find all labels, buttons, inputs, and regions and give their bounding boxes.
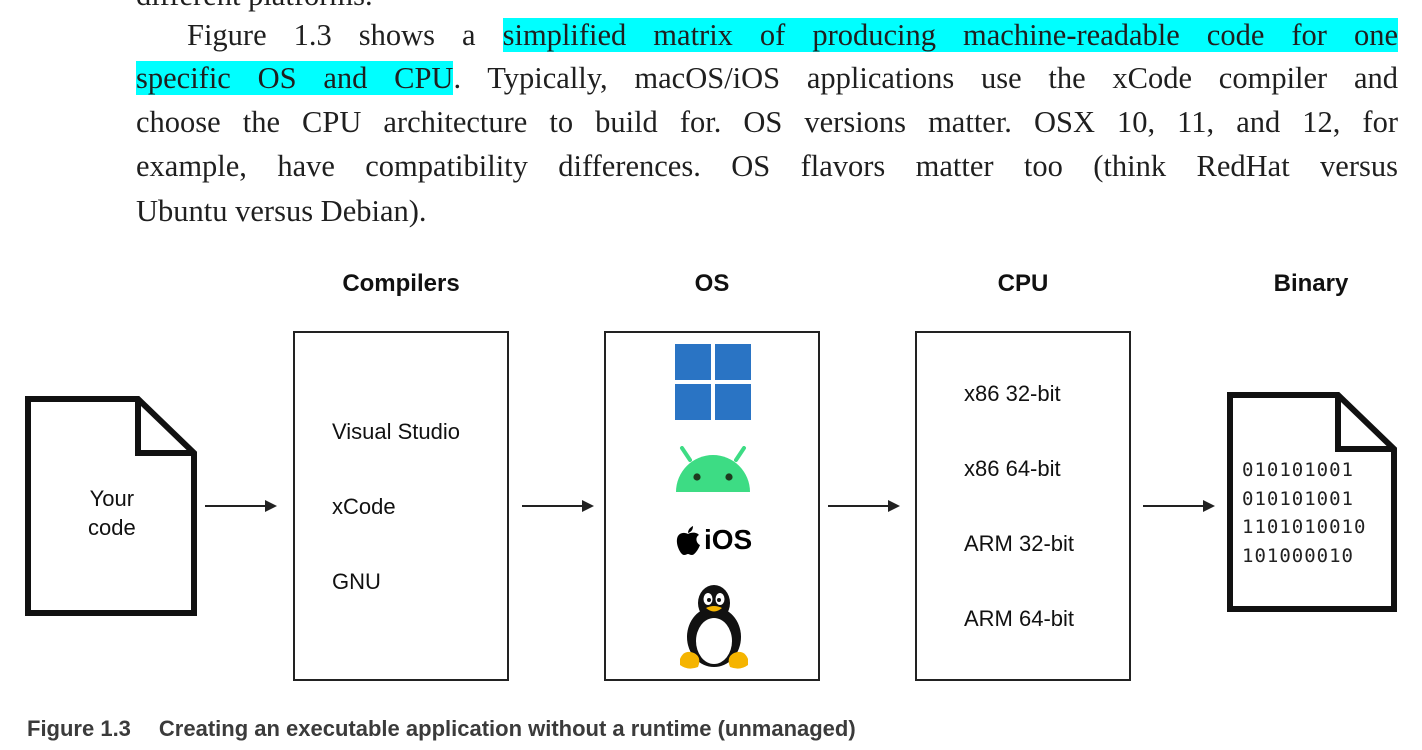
apple-logo-icon (676, 526, 700, 555)
paragraph-line-2: specific OS and CPU. Typically, macOS/iO… (136, 56, 1398, 100)
compiler-item: xCode (332, 494, 396, 519)
cpu-item: x86 32-bit (964, 381, 1061, 406)
text-highlight: simplified matrix of producing machine-r… (502, 18, 1398, 52)
arrow-to-compilers (205, 500, 277, 512)
heading-os: OS (694, 270, 730, 297)
compiler-item: Visual Studio (332, 419, 461, 444)
source-file-label: Your code (88, 484, 136, 542)
cpu-box: x86 32-bit x86 64-bit ARM 32-bit ARM 64-… (915, 331, 1131, 681)
source-label-line: code (88, 515, 136, 540)
source-label-line: Your (89, 486, 135, 511)
text-highlight: specific OS and CPU (136, 61, 454, 95)
cpu-item: ARM 32-bit (964, 531, 1075, 556)
paragraph-line-4: example, have compatibility differences.… (136, 149, 1398, 183)
compilers-box: Visual Studio xCode GNU (293, 331, 509, 681)
paragraph-text: . Typically, macOS/iOS applications use … (453, 61, 1398, 95)
paragraph-line-3: choose the CPU architecture to build for… (136, 105, 1398, 139)
binary-line: 010101001 (1242, 488, 1354, 510)
source-file-icon (25, 396, 197, 616)
binary-line: 010101001 (1242, 459, 1354, 481)
ios-label: iOS (704, 524, 753, 555)
cpu-item: x86 64-bit (964, 456, 1061, 481)
figure-caption-text: Creating an executable application witho… (158, 716, 856, 741)
heading-binary: Binary (1273, 270, 1349, 297)
clipped-previous-line: different platforms. (136, 0, 373, 13)
paragraph-line-5: Ubuntu versus Debian). (136, 194, 427, 228)
arrow-to-os (522, 500, 594, 512)
heading-cpu: CPU (997, 270, 1049, 297)
windows-logo-icon (675, 344, 751, 420)
linux-tux-icon (680, 585, 748, 669)
paragraph-text: Figure 1.3 shows a (187, 18, 503, 52)
binary-file-icon (1227, 392, 1397, 612)
heading-compilers: Compilers (342, 270, 460, 297)
arrow-to-binary (1143, 500, 1215, 512)
figure-caption: Figure 1.3 Creating an executable applica… (27, 716, 856, 742)
binary-line: 1101010010 (1242, 516, 1367, 538)
compiler-item: GNU (332, 569, 381, 594)
figure-number: Figure 1.3 (27, 716, 131, 741)
paragraph-line-1: Figure 1.3 shows a simplified matrix of … (136, 13, 1398, 57)
binary-line: 101000010 (1242, 545, 1354, 567)
cpu-item: ARM 64-bit (964, 606, 1075, 631)
arrow-to-cpu (828, 500, 900, 512)
os-box: iOS (604, 331, 820, 681)
android-logo-icon (676, 446, 750, 492)
